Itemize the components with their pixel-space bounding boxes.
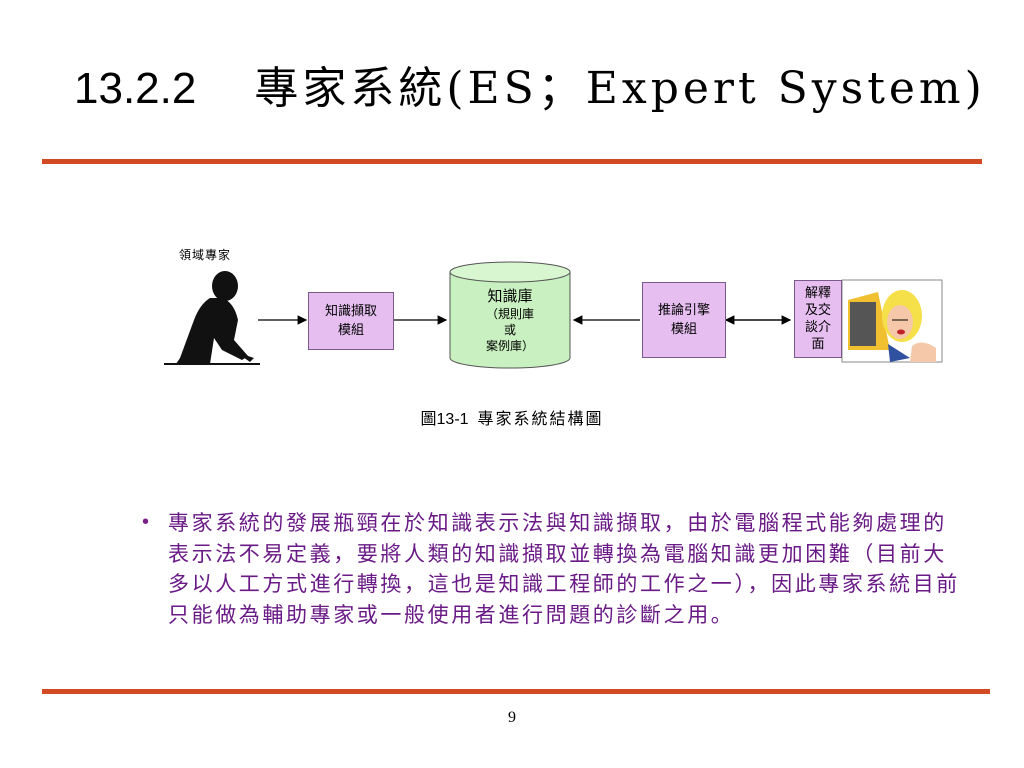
expert-system-diagram: 領域專家 知識擷取 模組 知識庫 （規則庫 或 案例庫） 推論引擎 模組 解釋 … — [150, 240, 950, 380]
bottom-divider — [42, 689, 990, 694]
interface-line-4: 面 — [811, 337, 825, 352]
bullet-text: 專家系統的發展瓶頸在於知識表示法與知識擷取，由於電腦程式能夠處理的表示法不易定義… — [168, 511, 960, 627]
bullet-marker: • — [142, 511, 150, 533]
knowledge-base-label: 知識庫 （規則庫 或 案例庫） — [450, 286, 570, 354]
kb-title: 知識庫 — [487, 287, 533, 305]
title-number: 13.2.2 — [74, 64, 197, 113]
explanation-interface: 解釋 及交 談介 面 — [794, 280, 842, 358]
kb-sub-3: 案例庫） — [485, 339, 534, 353]
kb-sub-1: （規則庫 — [485, 307, 534, 321]
domain-expert-figure — [164, 271, 260, 365]
page-number: 9 — [508, 709, 516, 726]
title-text: 專家系統(ES；Expert System) — [254, 63, 986, 114]
diagram-connectors — [164, 261, 943, 369]
top-divider — [42, 159, 982, 164]
interface-line-1: 解釋 — [804, 286, 831, 301]
kb-sub-2: 或 — [503, 323, 516, 337]
interface-line-3: 談介 — [804, 320, 831, 335]
caption-number: 圖13-1 — [420, 411, 469, 428]
inference-line-1: 推論引擎 — [657, 303, 710, 318]
user-at-computer-figure — [841, 279, 943, 363]
knowledge-base-cylinder — [449, 261, 571, 369]
slide-title: 13.2.2 專家系統(ES；Expert System) — [74, 52, 986, 116]
knowledge-acquisition-module: 知識擷取 模組 — [308, 292, 394, 350]
interface-line-2: 及交 — [804, 303, 831, 318]
caption-text: 專家系統結構圖 — [477, 409, 604, 428]
acquisition-line-2: 模組 — [337, 323, 364, 338]
acquisition-line-1: 知識擷取 — [324, 304, 377, 319]
expert-label: 領域專家 — [179, 248, 232, 262]
inference-engine-module: 推論引擎 模組 — [642, 282, 726, 358]
figure-caption: 圖13-1 專家系統結構圖 — [0, 405, 1024, 429]
inference-line-2: 模組 — [670, 322, 697, 337]
